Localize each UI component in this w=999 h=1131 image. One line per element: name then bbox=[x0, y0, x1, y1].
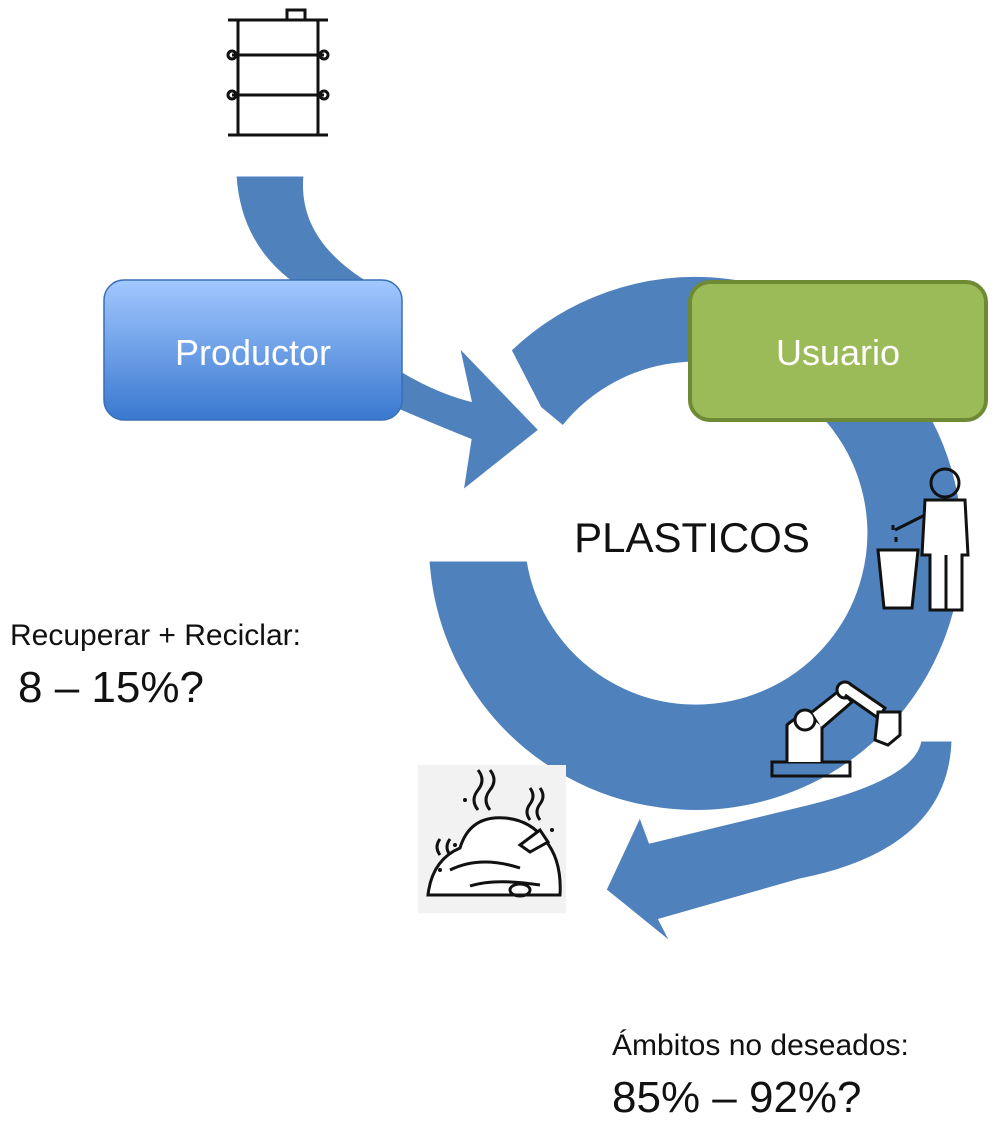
unwanted-stat-value: 85% – 92%? bbox=[612, 1073, 862, 1122]
waste-output-arrow bbox=[603, 738, 955, 947]
person-trash-bin-icon bbox=[876, 467, 970, 612]
landfill-icon bbox=[418, 765, 566, 913]
user-node: Usuario bbox=[688, 280, 988, 422]
center-label: PLASTICOS bbox=[574, 514, 810, 561]
unwanted-stat-label: Ámbitos no deseados: bbox=[612, 1029, 909, 1062]
recycle-stat-label: Recuperar + Reciclar: bbox=[10, 619, 301, 652]
user-label: Usuario bbox=[776, 332, 900, 373]
oil-barrel-icon bbox=[226, 8, 330, 137]
producer-to-cycle-arrow bbox=[373, 340, 543, 496]
recycle-stat-value: 8 – 15%? bbox=[18, 663, 204, 712]
robot-arm-icon bbox=[770, 680, 902, 778]
producer-label: Productor bbox=[175, 332, 331, 373]
producer-node: Productor bbox=[103, 279, 403, 421]
